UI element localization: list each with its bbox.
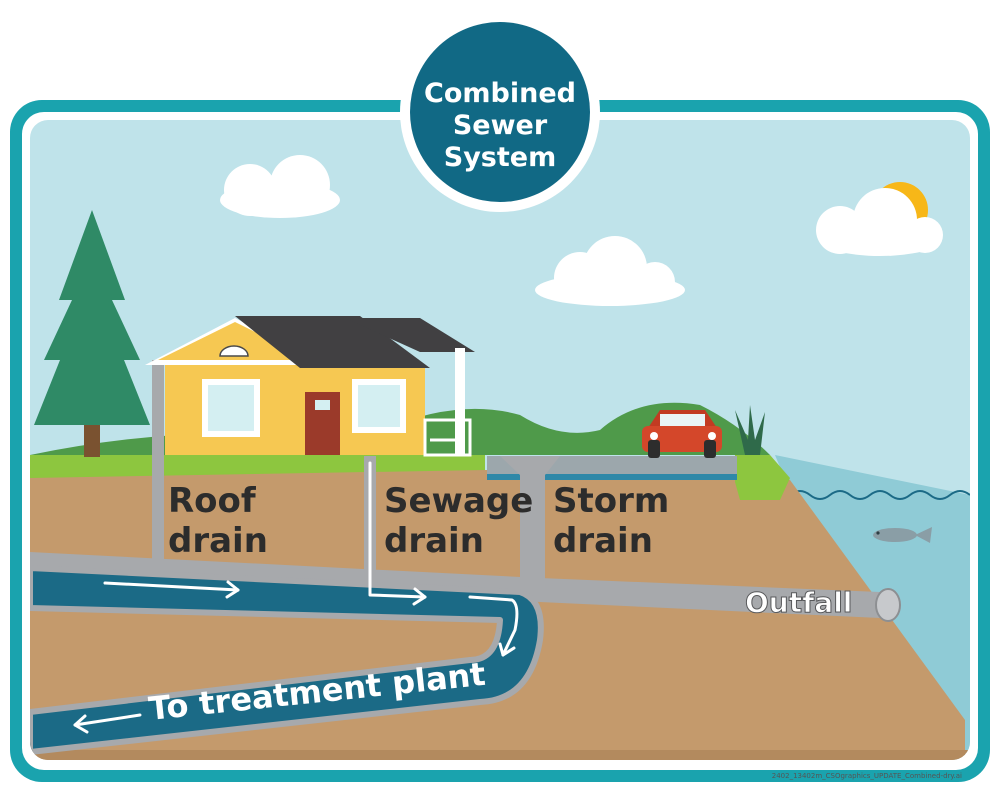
roof-drain-label-line-1: Roof [168,481,257,521]
house [145,316,475,457]
sewage-drain-label-line-1: Sewage [384,481,533,521]
storm-drain-label-line-2: drain [553,521,653,561]
driveway-liner [487,474,737,480]
file-name-caption: 2402_13402m_CSOgraphics_UPDATE_Combined-… [772,772,962,780]
storm-drain-pipe [500,456,560,585]
flow-arrows [73,461,519,734]
plant [735,405,765,455]
sewage-drain-label-line-2: drain [384,521,484,561]
treatment-pipe [30,565,544,755]
roof-drain-label-line-2: drain [168,521,268,561]
cloud-left [220,155,340,218]
evergreen-tree [34,210,150,457]
outfall-opening [875,588,901,622]
roof-drain-pipe [152,360,164,565]
title-line-1: Combined [424,78,576,109]
cloud-right [816,188,943,256]
outfall-label: Outfall [745,586,852,619]
title-line-2: Sewer [453,110,548,141]
car [642,410,722,458]
storm-drain-label-line-1: Storm [553,481,669,521]
grass-right [735,455,790,500]
cloud-middle [535,236,685,306]
fish [873,527,932,543]
soil-bottom-band [30,750,970,760]
scene [30,120,970,760]
title-line-3: System [444,142,556,173]
water-waves [789,490,970,500]
title-badge [410,22,590,202]
main-sewer-pipe [30,552,880,618]
